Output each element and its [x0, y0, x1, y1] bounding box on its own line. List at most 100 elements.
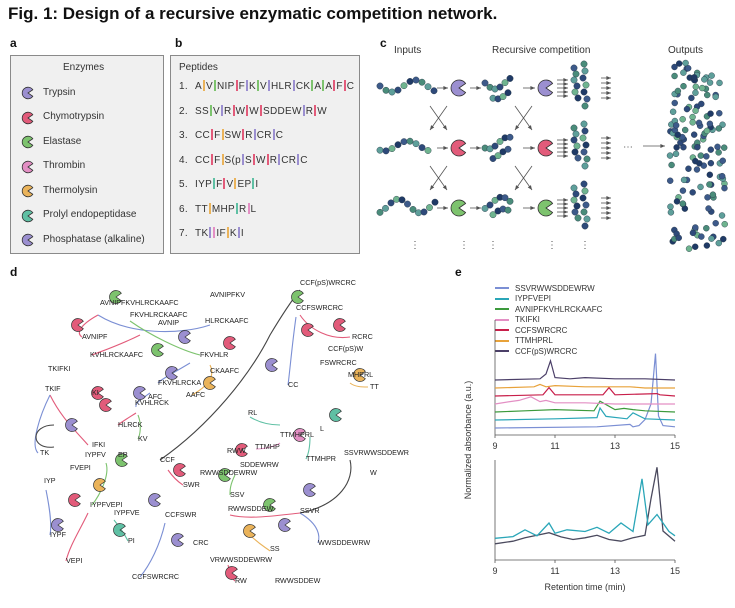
arrowhead	[563, 138, 568, 142]
y-axis-label: Normalized absorbance (a.u.)	[463, 381, 473, 500]
peptide-segment: W	[235, 105, 246, 117]
pacman-enzyme-icon	[91, 386, 104, 400]
pacman-enzyme-icon	[450, 79, 467, 97]
chromatogram-trace	[494, 406, 676, 421]
arrowhead	[563, 86, 568, 90]
residue-bead	[715, 149, 722, 156]
fragment-label: KVHLRCKAAFC	[90, 350, 143, 359]
residue-bead	[668, 161, 675, 169]
peptide-segment: SS	[195, 105, 209, 117]
cleavage-site-mark	[253, 129, 256, 140]
residue-bead	[418, 144, 426, 151]
legend-entry: TKIFKI	[495, 315, 602, 326]
enzyme-row: Trypsin	[21, 80, 161, 105]
reaction-edge	[255, 442, 281, 450]
legend-entry: CCFSWRCRC	[495, 325, 602, 336]
pacman-enzyme-icon	[21, 233, 35, 247]
fragment-label: VRWWSDDEWRW	[210, 555, 272, 564]
ellipsis-horizontal: ⋯	[623, 142, 633, 153]
legend-label: TKIFKI	[515, 315, 540, 325]
residue-bead	[673, 144, 680, 151]
arrowhead	[606, 81, 611, 85]
pacman-enzyme-icon	[93, 478, 106, 492]
residue-bead	[582, 81, 590, 89]
legend-label: TTMHPRL	[515, 336, 553, 346]
outputs-label: Outputs	[668, 45, 704, 56]
residue-bead	[506, 133, 514, 141]
cleavage-site-mark	[343, 80, 346, 91]
fragment-label: AFC	[148, 392, 162, 401]
fragment-label: CRC	[193, 538, 209, 547]
pacman-enzyme-icon	[21, 111, 35, 124]
legend-swatch	[495, 329, 509, 332]
cleavage-site-mark	[246, 104, 249, 116]
reaction-edge	[35, 424, 55, 448]
x-tick-label: 15	[670, 441, 680, 451]
pacman-enzyme-icon	[21, 86, 35, 100]
residue-bead	[394, 86, 402, 94]
reaction-edge	[159, 289, 301, 461]
pacman-enzyme-icon	[263, 498, 276, 512]
arrowhead	[563, 146, 568, 150]
residue-bead	[424, 83, 432, 91]
peptide-segment: TT	[195, 203, 208, 215]
residue-bead	[574, 94, 582, 102]
arrowhead	[530, 86, 535, 90]
residue-bead	[581, 127, 589, 135]
arrowhead	[527, 125, 532, 130]
residue-bead	[571, 88, 579, 96]
cleavage-site-mark	[302, 104, 305, 116]
arrowhead	[530, 146, 535, 150]
residue-bead	[406, 78, 414, 85]
panel-c-network-schematic: ⋮⋮⋮⋮⋮⋯	[376, 59, 728, 252]
residue-bead	[708, 235, 715, 242]
fragment-chain	[481, 193, 514, 212]
fragment-label: TKIF	[45, 384, 61, 393]
peptide-number: 3.	[179, 130, 192, 141]
arrowhead	[476, 86, 481, 90]
residue-bead	[701, 76, 708, 83]
x-tick-label: 13	[610, 566, 620, 576]
fragment-label: TK	[40, 448, 49, 457]
cleavage-site-mark	[292, 80, 295, 91]
residue-bead	[382, 204, 389, 212]
enzyme-row: Chymotrypsin	[21, 105, 161, 130]
cleavage-site-mark	[211, 153, 214, 165]
residue-bead	[685, 245, 693, 252]
enzyme-name: Chymotrypsin	[43, 111, 105, 123]
cleavage-site-mark	[322, 80, 325, 91]
residue-bead	[579, 194, 587, 202]
residue-bead	[412, 140, 420, 148]
reaction-edge	[287, 316, 297, 386]
enzyme-row: Prolyl endopeptidase	[21, 203, 161, 228]
cleavage-site-mark	[213, 178, 216, 189]
arrowhead	[563, 78, 568, 82]
inputs-label: Inputs	[394, 45, 422, 56]
residue-bead	[703, 242, 711, 249]
fragment-label: CKAAFC	[210, 366, 239, 375]
cleavage-site-mark	[211, 129, 214, 140]
chromatogram-trace	[494, 386, 676, 397]
pacman-enzyme-icon	[21, 209, 35, 222]
cross-arrow	[514, 165, 533, 191]
residue-bead	[675, 234, 682, 242]
chromatogram-trace	[494, 396, 675, 405]
reaction-edge	[229, 474, 236, 496]
panel-d-reaction-network: AVNIPFKVHLRCKAAFCAVNIPFKVHLRCKAAFCAVNIPF…	[34, 278, 409, 585]
residue-bead	[580, 180, 588, 188]
residue-bead	[376, 208, 384, 216]
residue-bead	[694, 143, 701, 151]
peptide-segment: F	[214, 154, 221, 166]
fragment-label: IYPF	[50, 530, 67, 539]
chromatogram-trace	[494, 358, 676, 381]
reaction-edge	[249, 416, 281, 426]
arrowhead	[606, 216, 611, 220]
residue-bead	[412, 76, 420, 84]
peptide-segment: F	[336, 81, 343, 92]
legend-label: SSVRWWSDDEWRW	[515, 283, 595, 293]
